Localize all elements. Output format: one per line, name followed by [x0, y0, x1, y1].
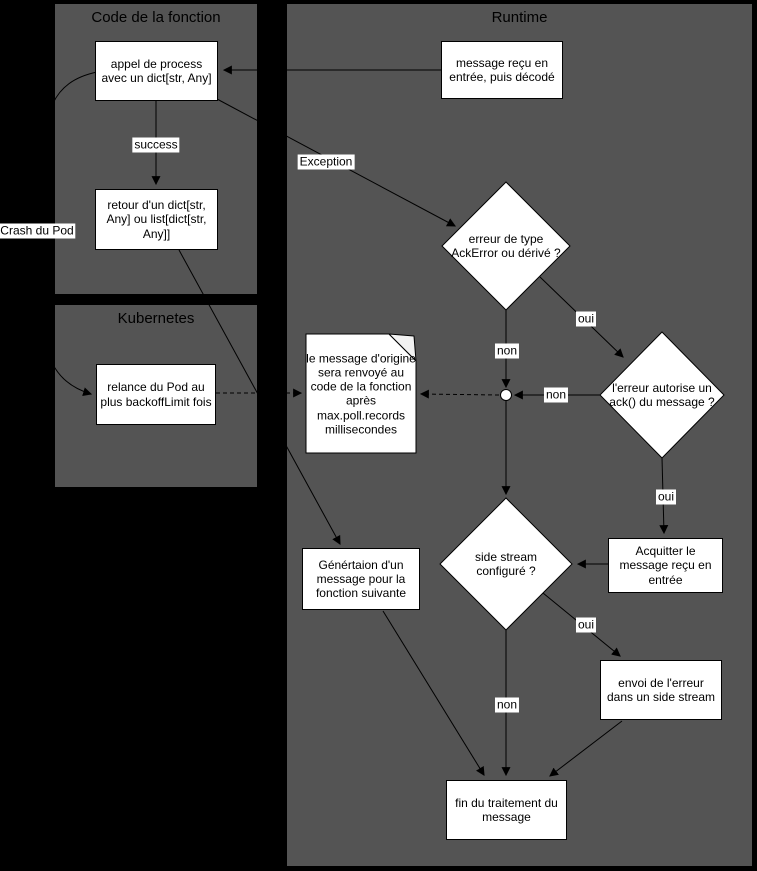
edge-label-non-allow: non [543, 387, 569, 403]
edge-label-success: success [132, 137, 180, 153]
diamond-ackerror-test [441, 181, 571, 311]
node-retour-dict: retour d'un dict[str, Any] ou list[dict[… [95, 189, 218, 250]
label-note-message-origine: le message d'origine sera renvoyé au cod… [306, 351, 416, 437]
edge-label-oui-side: oui [575, 617, 597, 633]
edge-appel-to-relance-crash [43, 71, 98, 397]
diamond-sidestream-test [439, 497, 573, 631]
edge-label-non-side: non [494, 697, 520, 713]
edge-label-crash-du-pod: Crash du Pod [0, 223, 76, 239]
junction-dot [500, 389, 512, 401]
note-shape [305, 333, 417, 454]
container-runtime-title: Runtime [491, 9, 548, 26]
label-sidestream-test: side stream configuré ? [474, 549, 538, 578]
node-generation-message: Génértaion d'un message pour la fonction… [302, 548, 420, 610]
edge-label-oui-ackerror: oui [575, 311, 597, 327]
node-acquitter-message: Acquitter le message reçu en entrée [608, 538, 723, 593]
edge-junction-to-note [419, 389, 500, 399]
label-ackerror-test: erreur de type AckError ou dérivé ? [451, 231, 561, 260]
container-code-title: Code de la fonction [91, 9, 221, 26]
node-fin-traitement: fin du traitement du message [446, 780, 567, 840]
edge-envoi-to-fin [549, 720, 623, 777]
node-message-recu: message reçu en entrée, puis décodé [441, 41, 563, 99]
edge-label-non-ackerror: non [494, 343, 520, 359]
node-envoi-erreur: envoi de l'erreur dans un side stream [600, 660, 722, 720]
edge-label-oui-allow: oui [655, 489, 677, 505]
node-relance-pod: relance du Pod au plus backoffLimit fois [96, 364, 216, 425]
edge-label-exception: Exception [297, 154, 355, 170]
node-appel-process: appel de process avec un dict[str, Any] [95, 41, 218, 101]
container-kubernetes-title: Kubernetes [117, 310, 195, 327]
note-fold-corner [388, 333, 417, 362]
edge-retour-to-generation [178, 249, 341, 545]
label-ack-allowed-test: l'erreur autorise un ack() du message ? [609, 380, 715, 409]
edge-generation-to-fin [382, 610, 485, 776]
diamond-ack-allowed-test [599, 331, 725, 459]
